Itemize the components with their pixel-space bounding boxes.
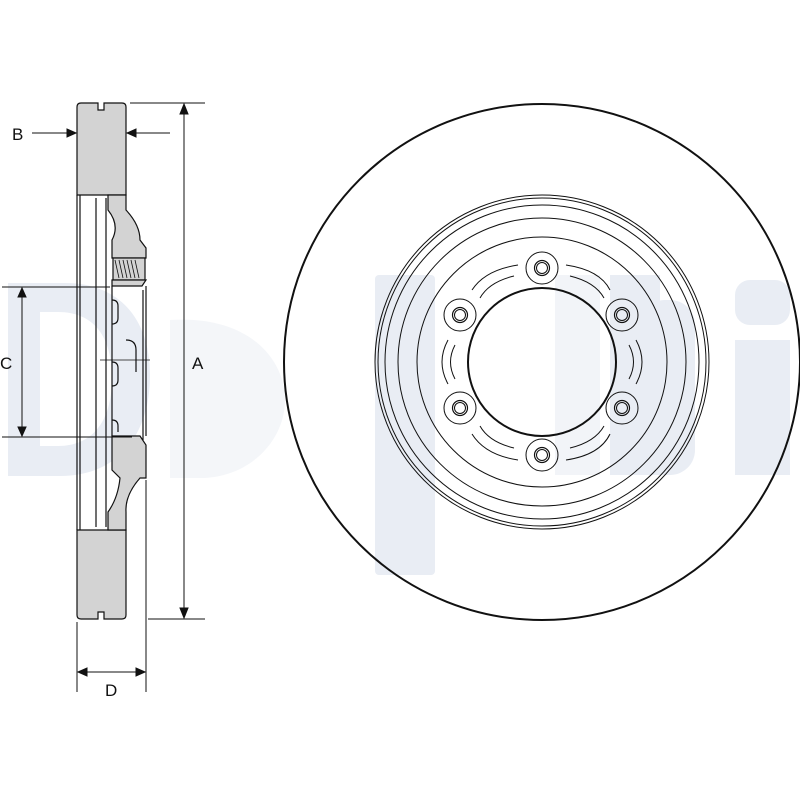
hub-profile-top bbox=[107, 194, 147, 259]
dimension-label-b: B bbox=[12, 125, 24, 144]
bolt-hole-1 bbox=[525, 251, 559, 285]
dimension-label-a: A bbox=[192, 354, 204, 373]
bolt-hole-2 bbox=[605, 298, 639, 332]
bolt-hole-3 bbox=[605, 391, 639, 425]
bolt-hole-5 bbox=[443, 391, 477, 425]
dimension-lines bbox=[2, 102, 205, 692]
bolt-holes bbox=[443, 251, 639, 472]
bolt-hole-6 bbox=[443, 298, 477, 332]
outer-disc-edge bbox=[283, 103, 800, 621]
side-section-view bbox=[76, 102, 150, 620]
dimension-label-d: D bbox=[105, 681, 118, 700]
friction-ring-top bbox=[76, 102, 127, 196]
front-view bbox=[283, 103, 800, 621]
bolt-hole-4 bbox=[525, 438, 559, 472]
center-bore bbox=[467, 287, 617, 437]
hub-profile-bottom bbox=[107, 435, 147, 531]
dimension-label-c: C bbox=[0, 354, 13, 373]
friction-ring-bottom bbox=[76, 529, 127, 620]
